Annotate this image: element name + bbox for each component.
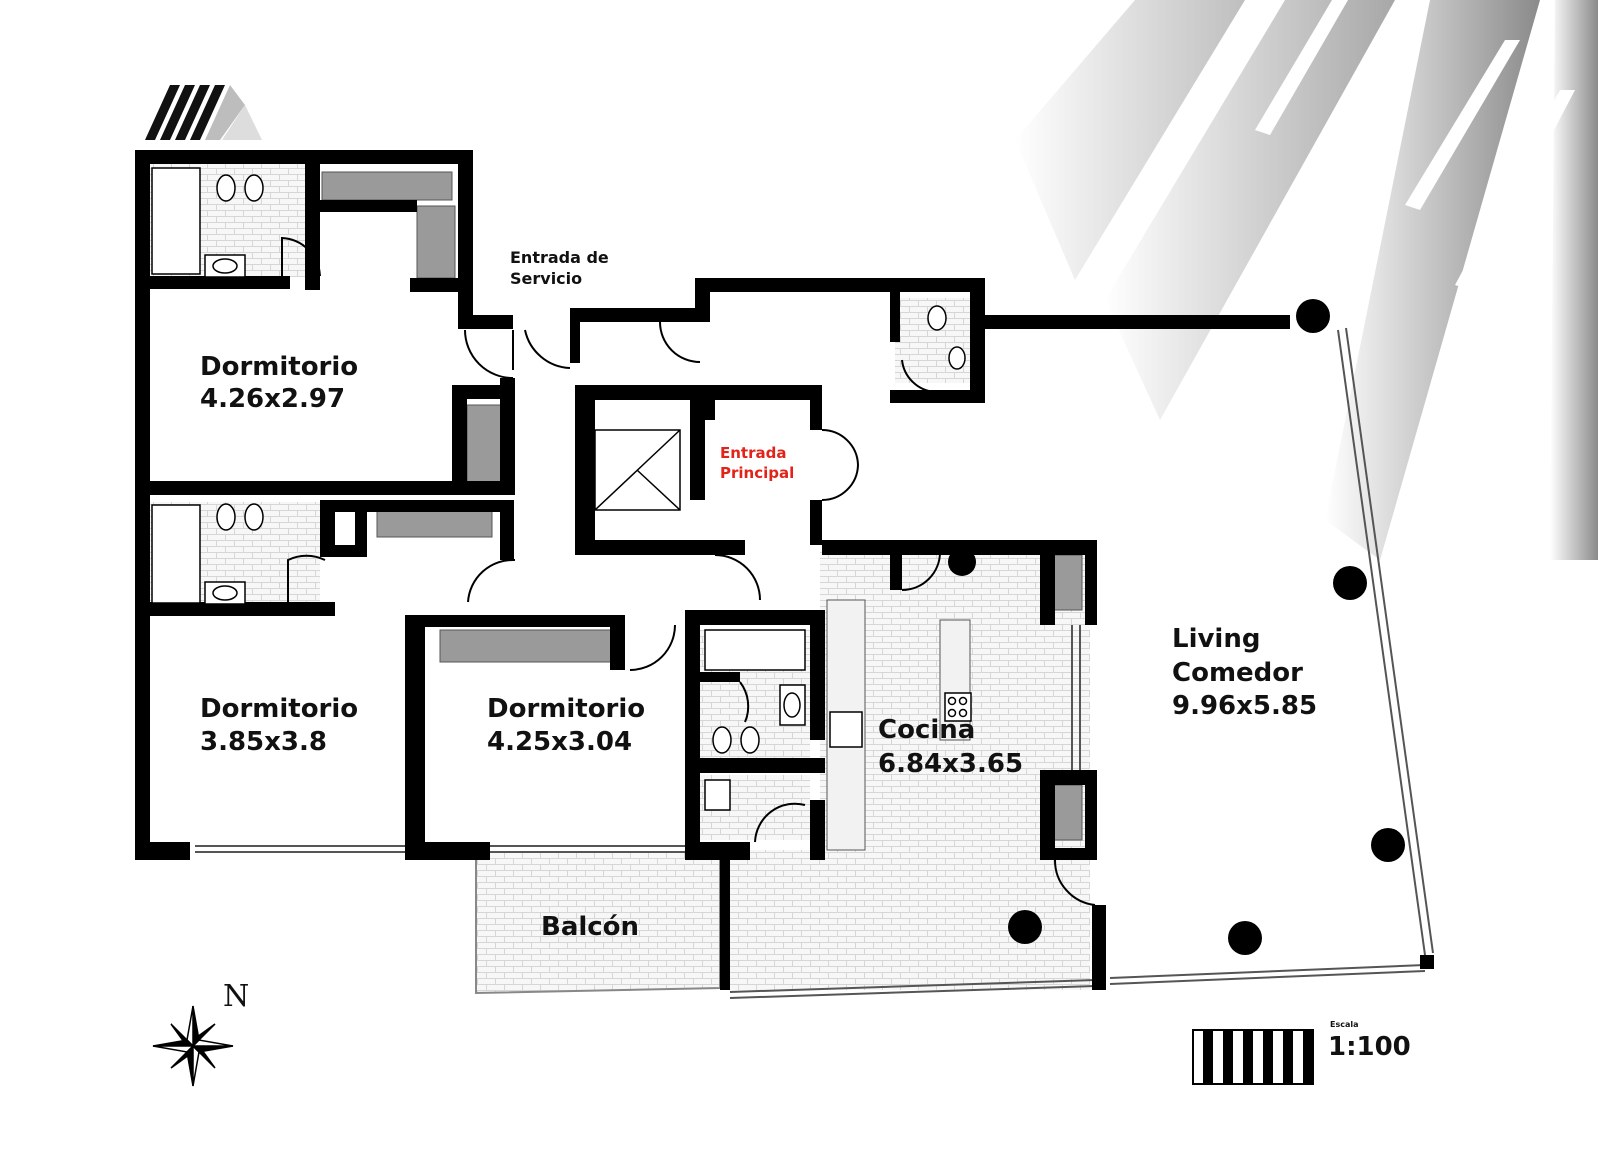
room-labels: Dormitorio 4.26x2.97 Dormitorio 3.85x3.8… <box>200 352 1317 942</box>
cocina-name: Cocina <box>878 715 975 745</box>
service-entrance-line2: Servicio <box>510 269 582 288</box>
columns <box>948 299 1434 969</box>
north-label: N <box>223 979 249 1014</box>
dorm2-size: 3.85x3.8 <box>200 727 327 757</box>
dorm3-name: Dormitorio <box>487 694 645 724</box>
walls <box>135 150 1290 990</box>
scale-bar: Escala 1:100 <box>1192 1020 1411 1085</box>
compass-icon <box>152 1005 234 1087</box>
dorm1-name: Dormitorio <box>200 352 358 382</box>
dorm2-name: Dormitorio <box>200 694 358 724</box>
cocina-size: 6.84x3.65 <box>878 749 1023 779</box>
service-entrance-line1: Entrada de <box>510 248 609 267</box>
fixtures <box>151 167 972 811</box>
scale-label: Escala <box>1330 1020 1359 1029</box>
door-swings <box>281 236 1096 906</box>
entrance-labels: Entrada de Servicio Entrada Principal <box>510 248 794 482</box>
scale-value: 1:100 <box>1328 1032 1411 1062</box>
dorm1-size: 4.26x2.97 <box>200 384 345 414</box>
decorative-stripes <box>1015 0 1598 560</box>
dorm3-size: 4.25x3.04 <box>487 727 632 757</box>
main-entrance-line2: Principal <box>720 464 794 482</box>
living-name2: Comedor <box>1172 658 1303 688</box>
main-entrance-line1: Entrada <box>720 444 786 462</box>
balcon-name: Balcón <box>541 912 639 942</box>
living-name1: Living <box>1172 624 1260 654</box>
elevator-shaft <box>594 429 681 511</box>
logo-mark <box>145 85 262 140</box>
compass-rose: N <box>152 979 249 1087</box>
living-size: 9.96x5.85 <box>1172 691 1317 721</box>
